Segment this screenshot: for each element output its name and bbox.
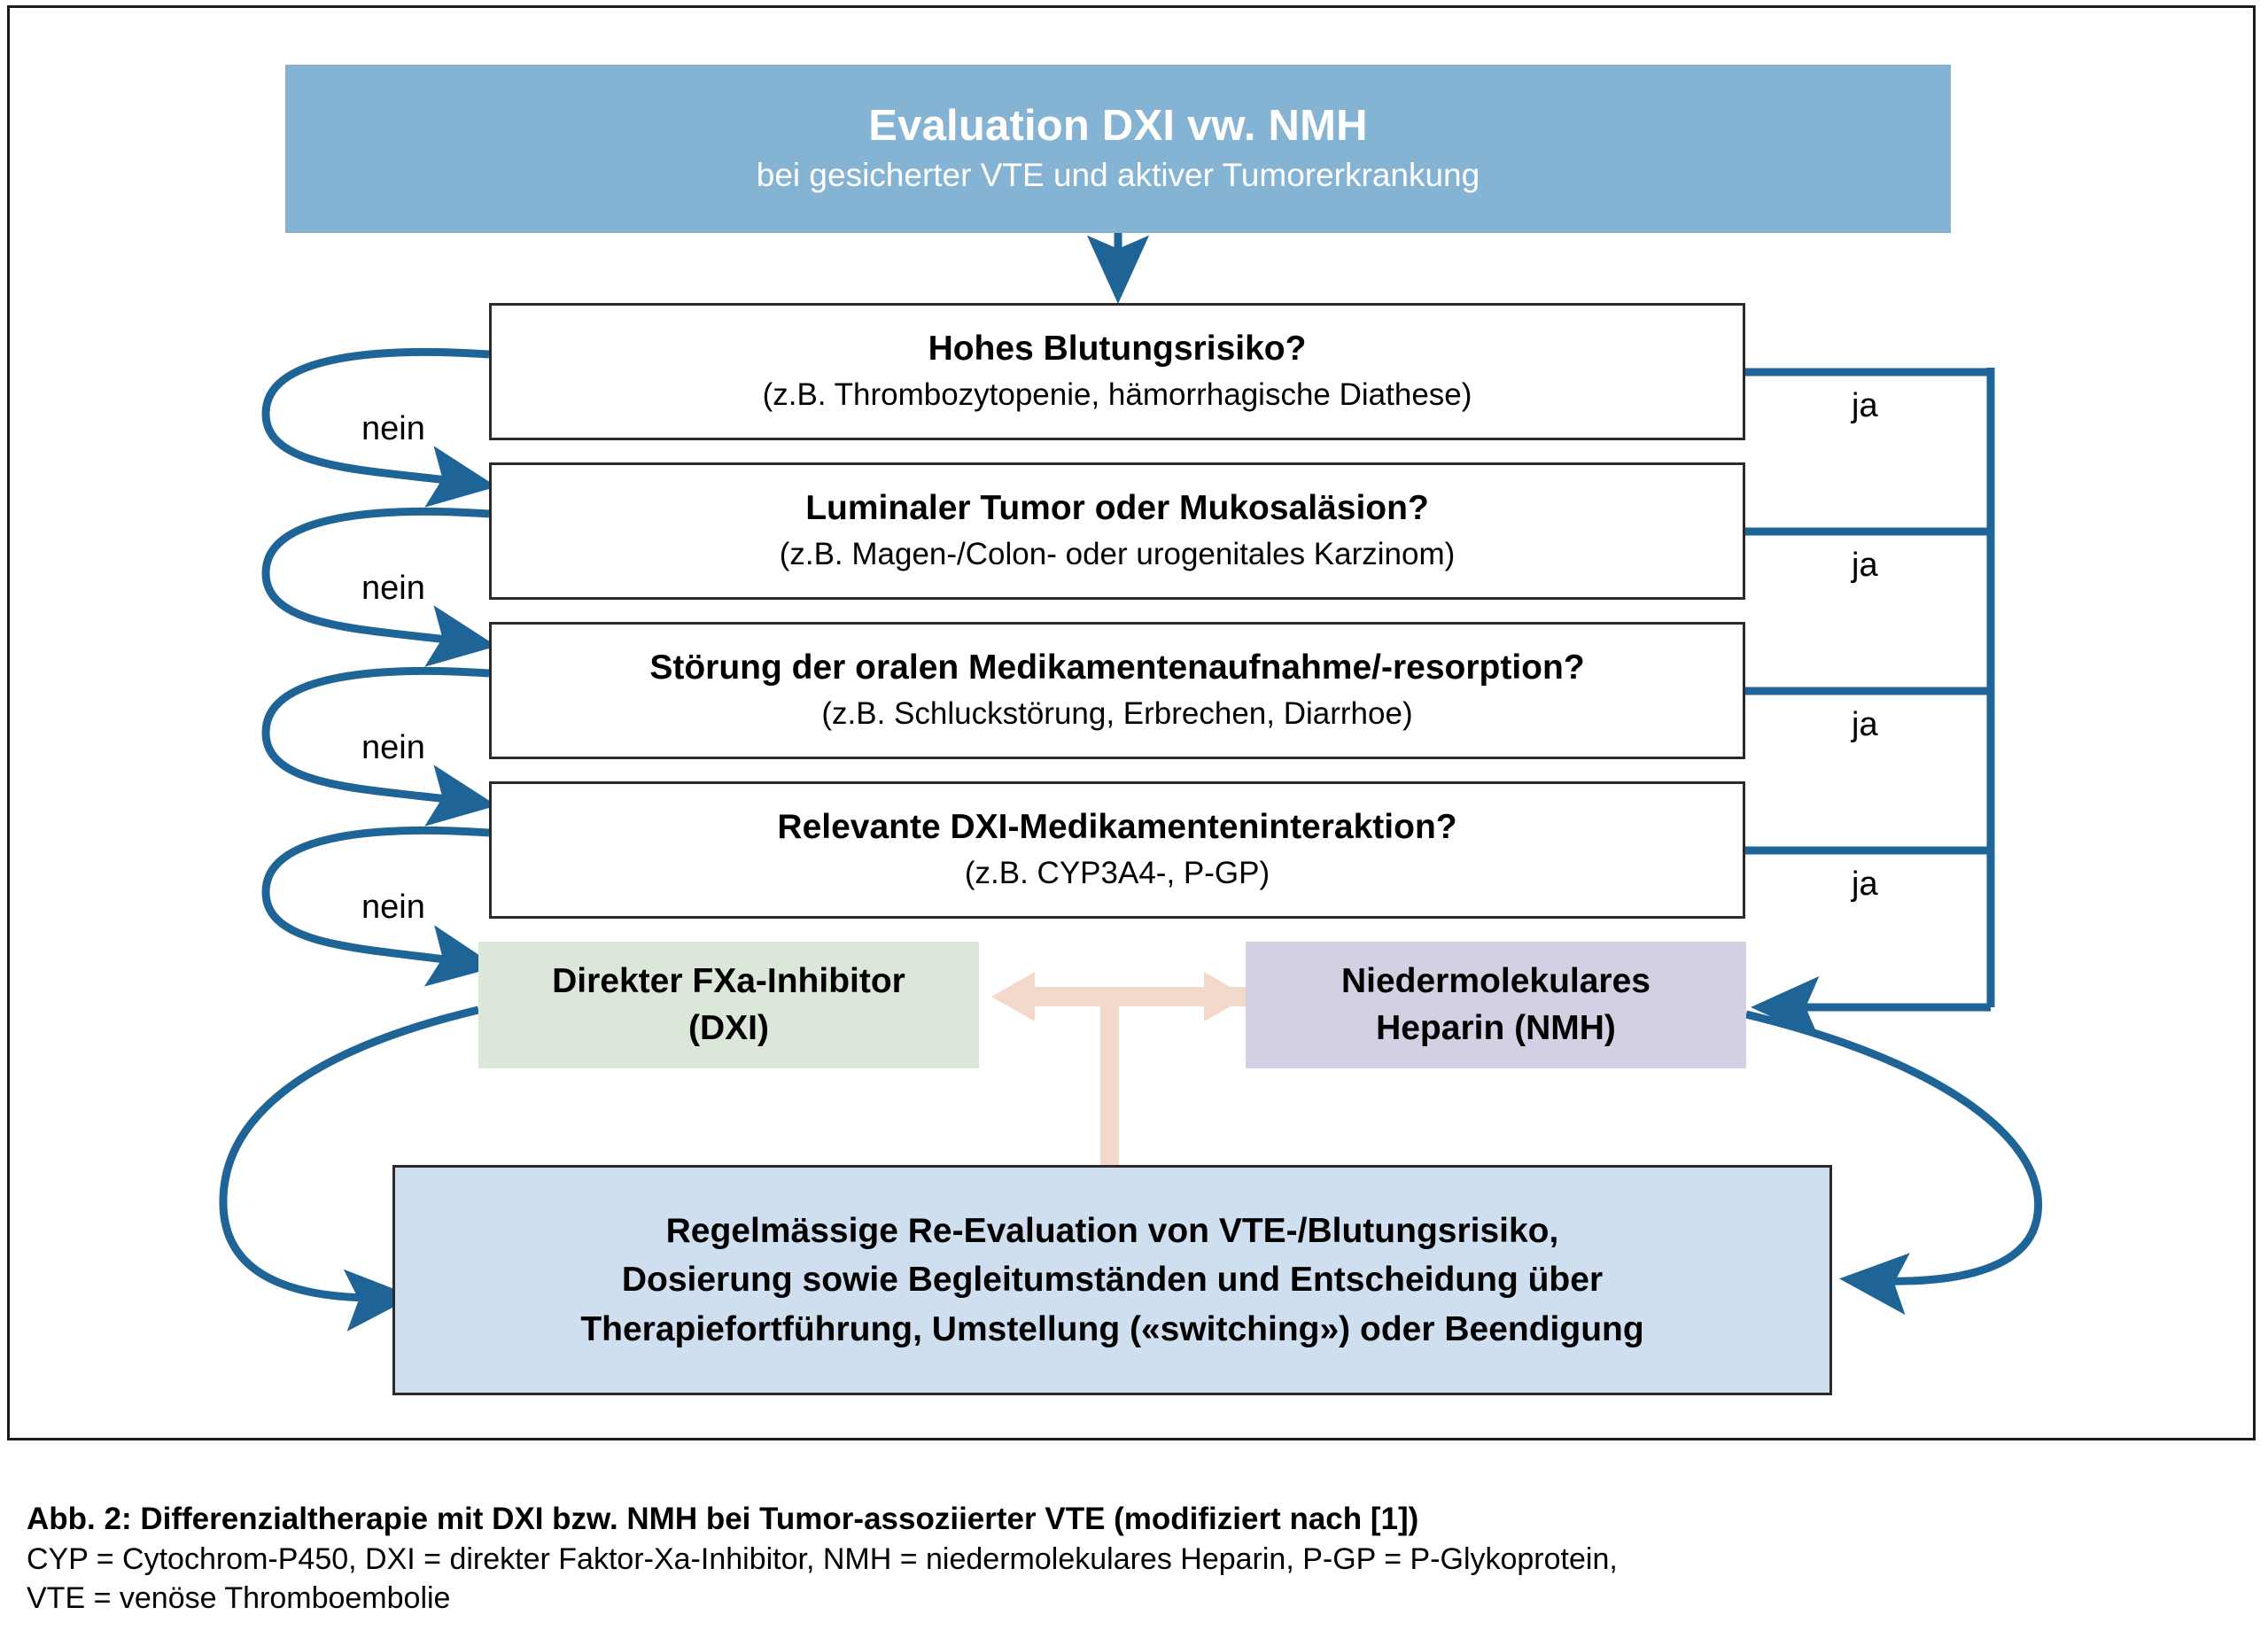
page-title: Evaluation DXI vw. NMH	[868, 101, 1368, 150]
reevaluation-box[interactable]: Regelmässige Re-Evaluation von VTE-/Blut…	[392, 1165, 1832, 1395]
reevaluation-line1: Regelmässige Re-Evaluation von VTE-/Blut…	[665, 1211, 1559, 1250]
branch-label-nein-4: nein	[361, 889, 425, 926]
decision-question: Störung der oralen Medikamentenaufnahme/…	[649, 648, 1585, 687]
branch-label-nein-1: nein	[361, 410, 425, 447]
decision-box-medikamenteninteraktion[interactable]: Relevante DXI-Medikamenteninteraktion? (…	[489, 781, 1745, 919]
option-dxi-line2: (DXI)	[688, 1008, 769, 1047]
decision-example: (z.B. CYP3A4-, P-GP)	[964, 855, 1270, 890]
branch-label-nein-2: nein	[361, 570, 425, 607]
caption-abbreviations-line-1: CYP = Cytochrom-P450, DXI = direkter Fak…	[27, 1541, 1618, 1576]
branch-label-ja-2: ja	[1852, 547, 1878, 584]
decision-example: (z.B. Schluckstörung, Erbrechen, Diarrho…	[821, 695, 1413, 731]
option-nmh-line1: Niedermolekulares	[1340, 961, 1651, 1000]
reevaluation-line2: Dosierung sowie Begleitumständen und Ent…	[621, 1261, 1604, 1300]
figure-caption: Abb. 2: Differenzialtherapie mit DXI bzw…	[27, 1499, 2241, 1619]
reevaluation-text-block: Regelmässige Re-Evaluation von VTE-/Blut…	[580, 1207, 1643, 1354]
reevaluation-line3: Therapiefortführung, Umstellung («switch…	[580, 1309, 1644, 1348]
header-banner: Evaluation DXI vw. NMH bei gesicherter V…	[285, 65, 1951, 233]
caption-abbreviations-line-2: VTE = venöse Thromboembolie	[27, 1581, 451, 1616]
decision-example: (z.B. Magen-/Colon- oder urogenitales Ka…	[779, 536, 1456, 571]
caption-title: Abb. 2: Differenzialtherapie mit DXI bzw…	[27, 1502, 1419, 1536]
option-dxi-line1: Direkter FXa-Inhibitor	[552, 961, 905, 1000]
decision-question: Hohes Blutungsrisiko?	[928, 330, 1307, 369]
decision-box-luminaler-tumor[interactable]: Luminaler Tumor oder Mukosaläsion? (z.B.…	[489, 462, 1745, 600]
branch-label-nein-3: nein	[361, 729, 425, 766]
branch-label-ja-1: ja	[1852, 387, 1878, 424]
decision-question: Relevante DXI-Medikamenteninteraktion?	[777, 808, 1457, 847]
page-subtitle: bei gesicherter VTE und aktiver Tumorerk…	[756, 156, 1480, 193]
decision-question: Luminaler Tumor oder Mukosaläsion?	[805, 489, 1429, 528]
branch-label-ja-4: ja	[1852, 866, 1878, 903]
decision-box-hohes-blutungsrisiko[interactable]: Hohes Blutungsrisiko? (z.B. Thrombozytop…	[489, 303, 1745, 440]
option-nmh-line2: Heparin (NMH)	[1376, 1008, 1616, 1047]
decision-box-stoerung-medikamentenaufnahme[interactable]: Störung der oralen Medikamentenaufnahme/…	[489, 622, 1745, 759]
option-box-dxi[interactable]: Direkter FXa-Inhibitor (DXI)	[478, 942, 979, 1068]
option-box-nmh[interactable]: Niedermolekulares Heparin (NMH)	[1246, 942, 1746, 1068]
decision-example: (z.B. Thrombozytopenie, hämorrhagische D…	[762, 377, 1472, 412]
branch-label-ja-3: ja	[1852, 706, 1878, 743]
